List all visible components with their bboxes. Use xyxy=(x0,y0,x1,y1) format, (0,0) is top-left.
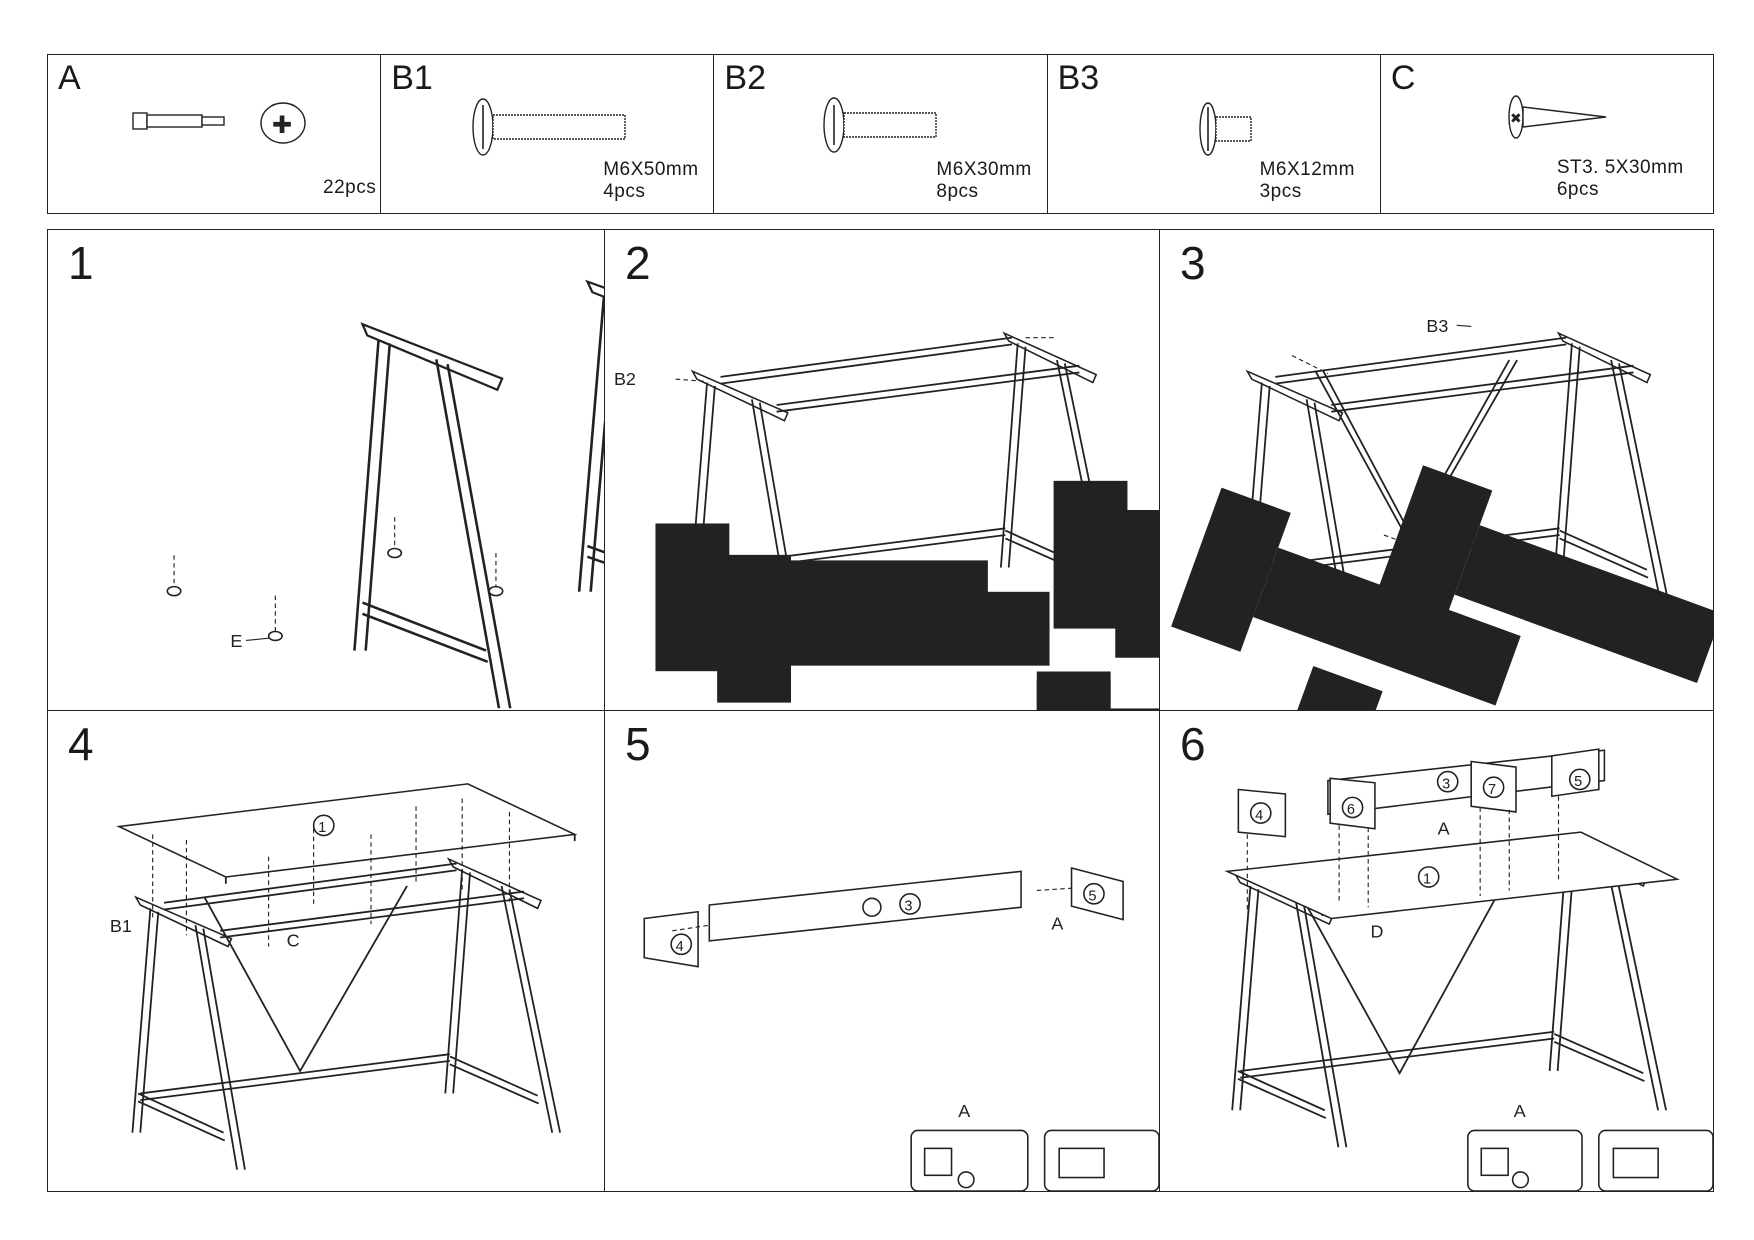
bolt-icon xyxy=(823,97,938,153)
step-1-diagram: E xyxy=(166,280,604,710)
svg-text:✚: ✚ xyxy=(272,112,292,139)
step-4: 1 B1 C 4 xyxy=(48,711,605,1191)
svg-text:✖: ✖ xyxy=(1510,110,1522,126)
bolt-icon xyxy=(1198,102,1252,156)
callout-panel-7: 7 xyxy=(1488,782,1496,798)
callout-b2: B2 xyxy=(614,369,636,389)
callout-b3: B3 xyxy=(1426,316,1448,336)
cam-lock-icon: ✚ xyxy=(132,102,306,144)
part-id: B3 xyxy=(1057,59,1100,97)
inset-callout-a: A xyxy=(958,1101,970,1121)
callout-panel-5: 5 xyxy=(1574,774,1582,790)
callout-panel-1: 1 xyxy=(318,820,326,836)
callout-d: D xyxy=(1370,922,1383,942)
part-id: C xyxy=(1390,59,1416,97)
bolt-icon xyxy=(472,98,626,156)
inset-callout-a: A xyxy=(1514,1101,1526,1121)
step-3: B3 3 xyxy=(1160,230,1713,711)
callout-panel-5: 5 xyxy=(1088,889,1096,905)
callout-panel-4: 4 xyxy=(1255,808,1263,824)
step-5-diagram: 3 4 5 A A xyxy=(643,866,1159,1191)
step-number: 4 xyxy=(68,718,94,770)
step-5: 3 4 5 A A 5 xyxy=(605,711,1160,1191)
step-1: E 1 xyxy=(48,230,605,711)
step-3-diagram: B3 xyxy=(1171,316,1713,710)
step-2: B2 2 xyxy=(605,230,1160,711)
step-number: 2 xyxy=(625,237,651,289)
callout-panel-6: 6 xyxy=(1347,802,1355,818)
part-qty: 22pcs xyxy=(323,177,377,198)
step-6-diagram: 1 3 4 5 6 7 A D A xyxy=(1224,748,1713,1191)
callout-panel-1: 1 xyxy=(1423,872,1431,888)
callout-a: A xyxy=(1051,914,1063,934)
callout-panel-3: 3 xyxy=(1442,776,1450,792)
callout-c: C xyxy=(287,931,300,951)
step-number: 3 xyxy=(1180,237,1206,289)
step-number: 1 xyxy=(68,237,94,289)
assembly-steps: E 1 B2 2 B3 3 xyxy=(47,229,1714,1192)
step-number: 5 xyxy=(625,718,651,770)
part-id: A xyxy=(58,59,81,97)
part-a: A ✚ 22pcs xyxy=(48,55,382,213)
callout-e: E xyxy=(230,631,242,651)
callout-a: A xyxy=(1438,818,1450,838)
step-4-diagram: 1 B1 C xyxy=(110,783,578,1171)
part-id: B1 xyxy=(391,59,433,97)
step-number: 6 xyxy=(1180,718,1206,770)
callout-panel-3: 3 xyxy=(904,899,912,915)
callout-b1: B1 xyxy=(110,916,132,936)
step-2-diagram: B2 xyxy=(614,332,1159,710)
part-id: B2 xyxy=(724,59,766,97)
wood-screw-icon: ✖ xyxy=(1508,95,1606,139)
callout-panel-4: 4 xyxy=(676,939,684,955)
step-6: 1 3 4 5 6 7 A D A 6 xyxy=(1160,711,1713,1191)
